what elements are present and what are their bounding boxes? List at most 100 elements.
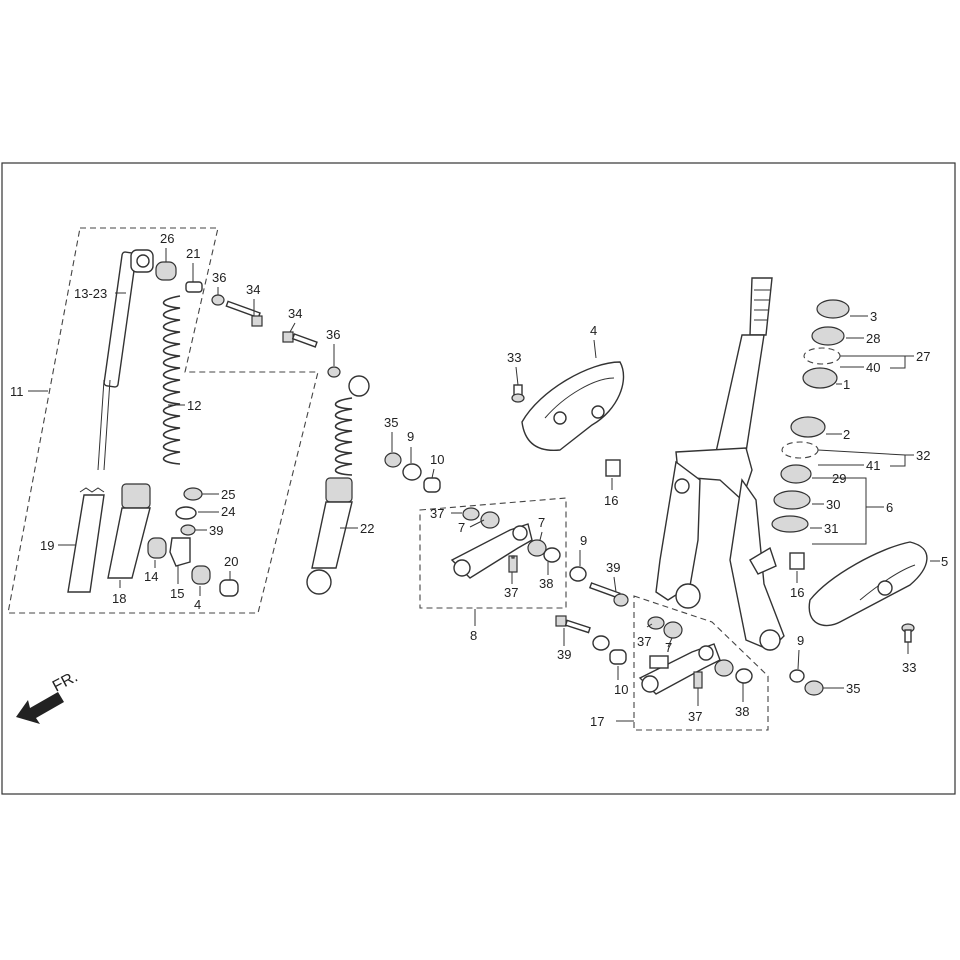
washer-9-low (592, 635, 610, 651)
damper-rod (97, 249, 154, 471)
bracket-4 (521, 361, 625, 452)
washer-37-c (647, 616, 665, 630)
callout-20: 20 (224, 554, 238, 569)
washer-36-a (211, 294, 225, 306)
callout-16: 16 (790, 585, 804, 600)
callout-40: 40 (866, 360, 880, 375)
nut-3 (816, 299, 850, 319)
group-outline-8 (419, 497, 567, 609)
callout-28: 28 (866, 331, 880, 346)
callout-8: 8 (470, 628, 477, 643)
leader-line-4 (593, 339, 597, 359)
label-16-box-b (789, 552, 805, 570)
leader-line-7 (667, 637, 673, 648)
collar-10-top (423, 477, 441, 493)
label-16-box-a (605, 459, 621, 477)
bushing-7-c (663, 621, 683, 639)
front-fork (655, 277, 785, 651)
front-direction-arrow-icon (16, 692, 64, 724)
leader-line-10 (431, 468, 435, 479)
leader-line-9 (797, 649, 800, 670)
callout-9: 9 (407, 429, 414, 444)
callout-39: 39 (606, 560, 620, 575)
callout-35: 35 (846, 681, 860, 696)
callout-27: 27 (916, 349, 930, 364)
callout-39: 39 (557, 647, 571, 662)
callout-34: 34 (288, 306, 302, 321)
bolt-39-low (555, 615, 591, 634)
washer-36-b (327, 366, 341, 378)
washer-31 (771, 515, 809, 533)
callout-35: 35 (384, 415, 398, 430)
callout-37: 37 (688, 709, 702, 724)
callout-30: 30 (826, 497, 840, 512)
elbow-15 (169, 537, 191, 567)
bolt-34-b (282, 331, 318, 348)
callout-24: 24 (221, 504, 235, 519)
leader-32 (817, 449, 906, 467)
callout-7: 7 (538, 515, 545, 530)
leader-line-7 (539, 531, 543, 541)
callout-13-23: 13-23 (74, 286, 107, 301)
leader-line-37 (646, 623, 653, 628)
link-arm-17 (638, 643, 721, 695)
bushing-26 (155, 261, 177, 281)
callout-36: 36 (326, 327, 340, 342)
callout-26: 26 (160, 231, 174, 246)
bolt-39-mid (588, 582, 629, 607)
dust-seal-29 (780, 464, 812, 484)
bushing-7-b (527, 539, 547, 557)
callout-4: 4 (590, 323, 597, 338)
callout-1: 1 (843, 377, 850, 392)
small-bracket (749, 546, 777, 575)
callout-21: 21 (186, 246, 200, 261)
nut-28 (811, 326, 845, 346)
balls-41 (781, 441, 819, 459)
leader-line-7 (469, 519, 485, 528)
callout-22: 22 (360, 521, 374, 536)
callout-7: 7 (665, 640, 672, 655)
group-outline-17 (633, 595, 769, 731)
callout-38: 38 (735, 704, 749, 719)
leader-line-33 (515, 366, 519, 386)
nut-35-top (384, 452, 402, 468)
callout-14: 14 (144, 569, 158, 584)
seat-24 (175, 506, 197, 520)
callout-29: 29 (832, 471, 846, 486)
balls-40 (803, 347, 841, 365)
callout-9: 9 (797, 633, 804, 648)
fork-tube-18 (107, 483, 151, 579)
callout-32: 32 (916, 448, 930, 463)
callout-4: 4 (194, 597, 201, 612)
washer-25 (183, 487, 203, 501)
cover-5 (808, 541, 928, 627)
callout-34: 34 (246, 282, 260, 297)
callout-9: 9 (580, 533, 587, 548)
callout-33: 33 (507, 350, 521, 365)
leader-27 (840, 355, 906, 369)
bolt-33-top (511, 384, 525, 403)
nut-35-right (804, 680, 824, 696)
callout-16: 16 (604, 493, 618, 508)
callout-7: 7 (458, 520, 465, 535)
callout-33: 33 (902, 660, 916, 675)
bushing-14 (147, 537, 167, 559)
leader-line-34 (289, 322, 296, 333)
washer-9-mid (569, 566, 587, 582)
fitting-37-c (511, 555, 515, 559)
cone-30 (773, 490, 811, 510)
callout-37: 37 (504, 585, 518, 600)
leader-line-39 (613, 576, 617, 593)
callout-12: 12 (187, 398, 201, 413)
callout-25: 25 (221, 487, 235, 502)
callout-39: 39 (209, 523, 223, 538)
bushing-7-d (714, 659, 734, 677)
callout-41: 41 (866, 458, 880, 473)
diagram-frame (1, 162, 956, 795)
collar-10-low (609, 649, 627, 665)
callout-5: 5 (941, 554, 948, 569)
nut-39-left (180, 524, 196, 536)
callout-18: 18 (112, 591, 126, 606)
race-1 (802, 367, 838, 389)
